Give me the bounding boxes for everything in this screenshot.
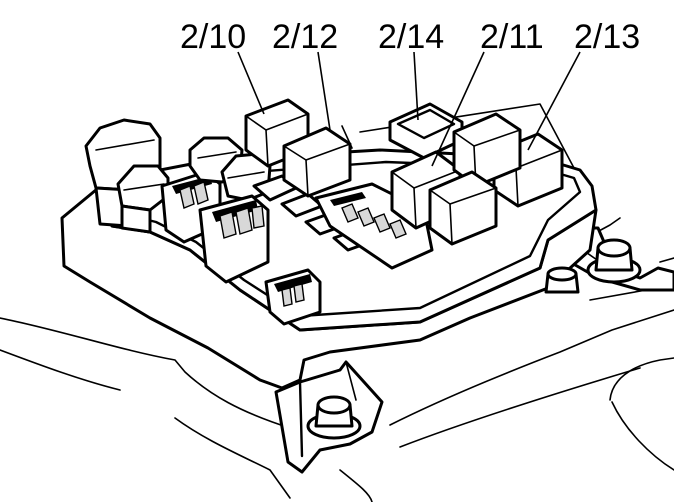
bolt-right-icon xyxy=(586,238,642,284)
label-2-13: 2/13 xyxy=(574,18,640,56)
leader-lines xyxy=(237,51,581,167)
relay-2-12 xyxy=(282,126,352,198)
bolt-lower-icon xyxy=(306,395,362,440)
relay-left-mid xyxy=(116,164,170,234)
label-2-14: 2/14 xyxy=(378,18,444,56)
fuse-block-bottom xyxy=(264,268,322,326)
nut-small-icon xyxy=(544,266,580,294)
label-2-12: 2/12 xyxy=(272,18,338,56)
relay-left-tall xyxy=(84,118,162,228)
body-panel-lines xyxy=(0,217,674,502)
label-2-10: 2/10 xyxy=(180,18,246,56)
label-2-11: 2/11 xyxy=(480,18,544,56)
relay-extra-2 xyxy=(428,170,498,246)
fuse-block-b xyxy=(198,194,270,284)
